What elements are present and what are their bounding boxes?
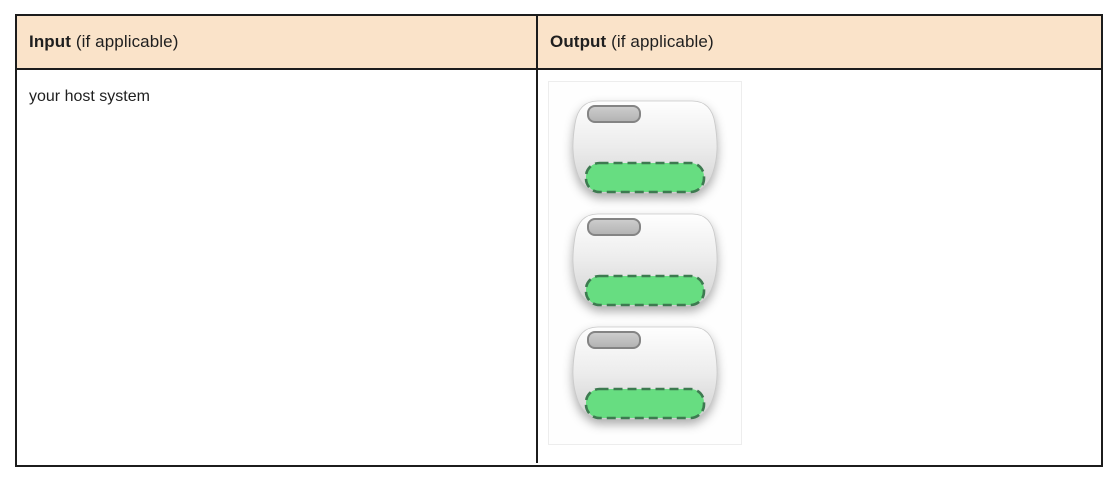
output-column-header: Output (if applicable) [538,16,1101,68]
input-cell: your host system [17,70,538,463]
output-figure [548,81,742,445]
machine-icon [572,326,718,420]
table-body-row: your host system [17,70,1101,463]
machine-icon [572,100,718,194]
output-cell [538,70,1101,463]
comparison-table: Input (if applicable) Output (if applica… [15,14,1103,467]
output-header-title: Output [550,32,607,51]
machine-icon [572,213,718,307]
input-header-suffix: (if applicable) [71,32,179,51]
output-header-suffix: (if applicable) [606,32,714,51]
input-cell-text: your host system [29,88,150,105]
input-column-header: Input (if applicable) [17,16,538,68]
input-header-title: Input [29,32,72,51]
table-header-row: Input (if applicable) Output (if applica… [17,16,1101,70]
